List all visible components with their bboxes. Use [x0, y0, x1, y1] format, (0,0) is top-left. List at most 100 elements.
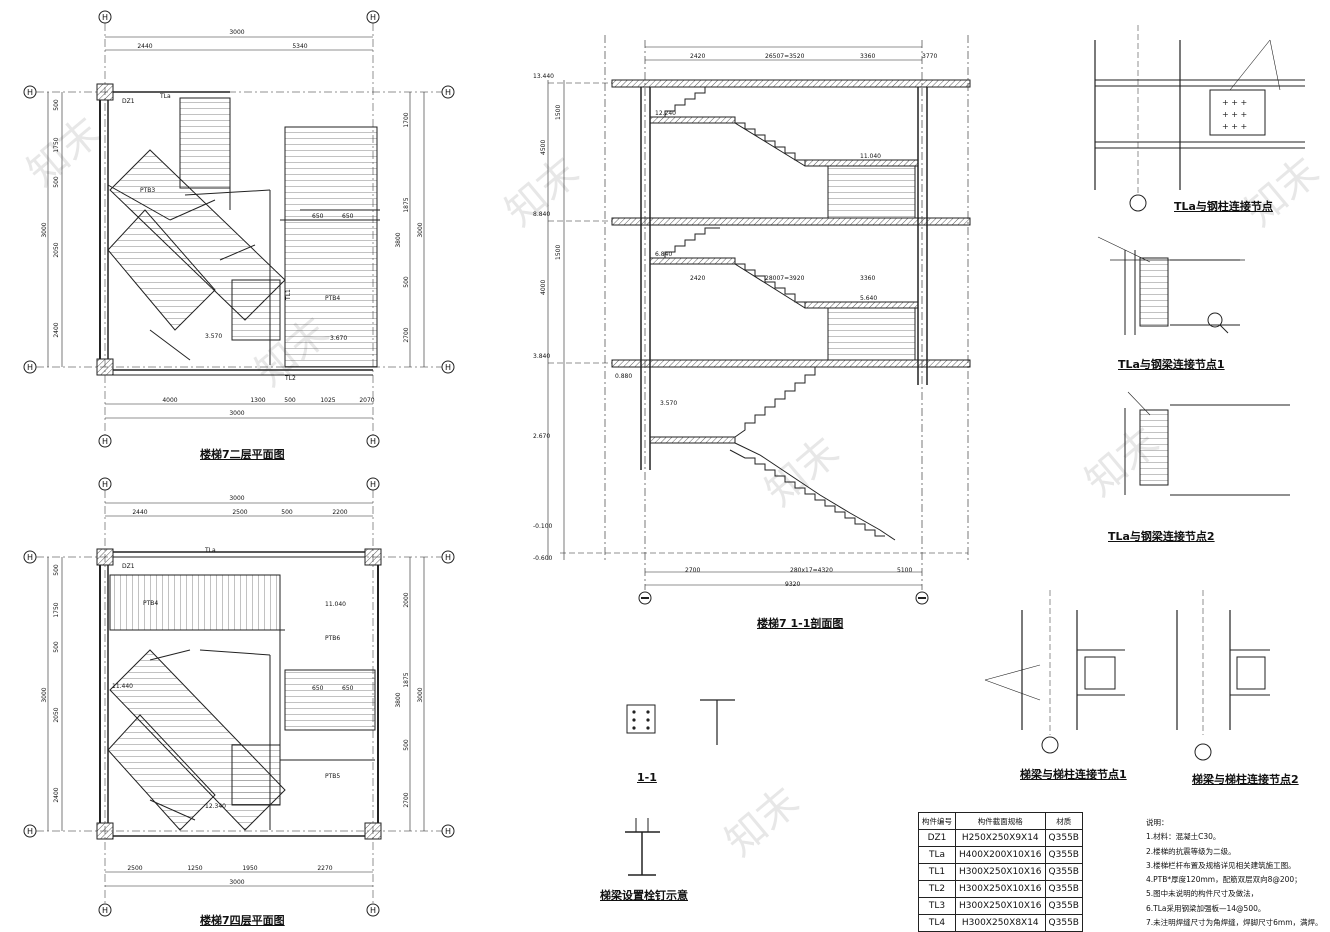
svg-text:H: H — [370, 437, 376, 446]
title-section-1-1: 楼梯7 1-1剖面图 — [757, 617, 844, 630]
plan-level2-labels: DZ1 PTB3 PTB4 TLa TL1 TL2 3.570 3.670 65… — [122, 93, 354, 382]
svg-text:H: H — [102, 437, 108, 446]
svg-text:4500: 4500 — [540, 140, 547, 155]
svg-text:0.880: 0.880 — [615, 373, 632, 380]
svg-text:PTB4: PTB4 — [143, 600, 158, 607]
svg-text:3.570: 3.570 — [660, 400, 677, 407]
node-beam-column-2 — [1176, 590, 1270, 761]
steel-member-table: 构件编号 构件截面规格 材质 DZ1 H250X250X9X14 Q355B T… — [918, 812, 1083, 932]
table-row: TL1 H300X250X10X16 Q355B — [918, 863, 1083, 881]
svg-text:3000: 3000 — [417, 687, 424, 702]
svg-text:650: 650 — [312, 685, 324, 692]
svg-text:+ + +: + + + — [1222, 110, 1247, 119]
table-cell: TL4 — [918, 914, 956, 932]
svg-text:4000: 4000 — [540, 280, 547, 295]
svg-text:H: H — [102, 480, 108, 489]
svg-text:-0.100: -0.100 — [533, 523, 553, 530]
table-header: 材质 — [1044, 812, 1083, 830]
table-cell: DZ1 — [918, 829, 956, 847]
note-item: 6.TLa采用钢梁加强板—14@500。 — [1146, 903, 1266, 913]
table-cell: Q355B — [1044, 863, 1083, 881]
grid-bubbles — [23, 477, 455, 917]
note-item: 3.楼梯栏杆布置及规格详见相关建筑施工图。 — [1146, 860, 1296, 870]
svg-text:2070: 2070 — [359, 397, 374, 404]
svg-text:TL2: TL2 — [284, 375, 296, 382]
svg-text:500: 500 — [53, 176, 60, 188]
svg-text:3000: 3000 — [417, 222, 424, 237]
svg-text:3360: 3360 — [860, 53, 875, 60]
node-beam-column-1 — [984, 590, 1125, 754]
svg-text:11.440: 11.440 — [112, 683, 133, 690]
title-plan-level4: 楼梯7四层平面图 — [200, 914, 285, 927]
svg-text:PTB3: PTB3 — [140, 187, 155, 194]
table-cell: H300X250X10X16 — [955, 880, 1046, 898]
svg-text:1700: 1700 — [403, 112, 410, 127]
note-item: 2.楼梯的抗震等级为二级。 — [1146, 846, 1236, 856]
svg-text:3000: 3000 — [41, 222, 48, 237]
plan-level2: H H H H H H H H — [23, 10, 455, 448]
svg-text:H: H — [445, 553, 451, 562]
node-tla-column: + + + + + + + + + — [1094, 25, 1305, 212]
svg-text:11.040: 11.040 — [860, 153, 881, 160]
table-header: 构件编号 — [918, 812, 956, 830]
svg-text:2.670: 2.670 — [533, 433, 550, 440]
svg-text:500: 500 — [284, 397, 296, 404]
title-node-tla-beam-1: TLa与钢梁连接节点1 — [1118, 358, 1225, 371]
svg-text:2400: 2400 — [53, 322, 60, 337]
plan-level4 — [23, 477, 455, 917]
section-1-1 — [547, 35, 971, 605]
notes-title: 说明： — [1146, 818, 1169, 827]
table-cell: H400X200X10X16 — [955, 846, 1046, 864]
svg-text:500: 500 — [403, 739, 410, 751]
svg-text:1025: 1025 — [320, 397, 335, 404]
svg-text:2500: 2500 — [127, 865, 142, 872]
table-cell: H300X250X10X16 — [955, 897, 1046, 915]
svg-text:1950: 1950 — [242, 865, 257, 872]
note-item: 4.PTB*厚度120mm，配筋双层双向8@200； — [1146, 875, 1302, 885]
table-header: 构件截面规格 — [955, 812, 1046, 830]
svg-text:H: H — [102, 13, 108, 22]
svg-text:1875: 1875 — [403, 672, 410, 687]
svg-text:26507=3520: 26507=3520 — [765, 53, 805, 60]
svg-text:500: 500 — [53, 641, 60, 653]
svg-text:650: 650 — [312, 213, 324, 220]
svg-text:13.440: 13.440 — [533, 73, 554, 80]
svg-text:2700: 2700 — [403, 327, 410, 342]
notes: 说明： 1.材料：混凝土C30。 2.楼梯的抗震等级为二级。 3.楼梯栏杆布置及… — [1146, 816, 1323, 930]
table-cell: H250X250X9X14 — [955, 829, 1046, 847]
table-cell: TL2 — [918, 880, 956, 898]
node-tla-beam-2 — [1124, 391, 1290, 496]
svg-text:9320: 9320 — [785, 581, 800, 588]
table-row: TL2 H300X250X10X16 Q355B — [918, 880, 1083, 898]
svg-text:1500: 1500 — [555, 105, 562, 120]
plan-level4-grid-bubble-labels: H H H H H H H H — [27, 480, 451, 915]
stud-schematic — [625, 818, 660, 876]
svg-text:2700: 2700 — [403, 792, 410, 807]
svg-text:3.840: 3.840 — [533, 353, 550, 360]
table-cell: TLa — [918, 846, 956, 864]
table-cell: H300X250X10X16 — [955, 863, 1046, 881]
title-node-tla-beam-2: TLa与钢梁连接节点2 — [1108, 530, 1215, 543]
svg-text:8.840: 8.840 — [533, 211, 550, 218]
section-labels: 13.440 8.840 3.840 2.670 -0.100 -0.600 2… — [533, 53, 937, 588]
note-item: 5.图中未说明的构件尺寸及做法， — [1146, 889, 1259, 899]
table-cell: Q355B — [1044, 914, 1083, 932]
svg-text:2420: 2420 — [690, 53, 705, 60]
svg-text:2440: 2440 — [132, 509, 147, 516]
svg-text:TLa: TLa — [204, 547, 216, 554]
svg-text:1500: 1500 — [555, 245, 562, 260]
grid-bubbles — [23, 10, 455, 448]
table-row: DZ1 H250X250X9X14 Q355B — [918, 829, 1083, 847]
svg-text:H: H — [102, 906, 108, 915]
svg-text:2500: 2500 — [232, 509, 247, 516]
svg-text:PTB4: PTB4 — [325, 295, 340, 302]
svg-text:2440: 2440 — [137, 43, 152, 50]
svg-text:2000: 2000 — [403, 592, 410, 607]
svg-text:4000: 4000 — [162, 397, 177, 404]
table-header-row: 构件编号 构件截面规格 材质 — [918, 812, 1083, 830]
title-plan-level2: 楼梯7二层平面图 — [200, 448, 285, 461]
svg-text:500: 500 — [53, 564, 60, 576]
table-cell: Q355B — [1044, 880, 1083, 898]
table-cell: Q355B — [1044, 829, 1083, 847]
